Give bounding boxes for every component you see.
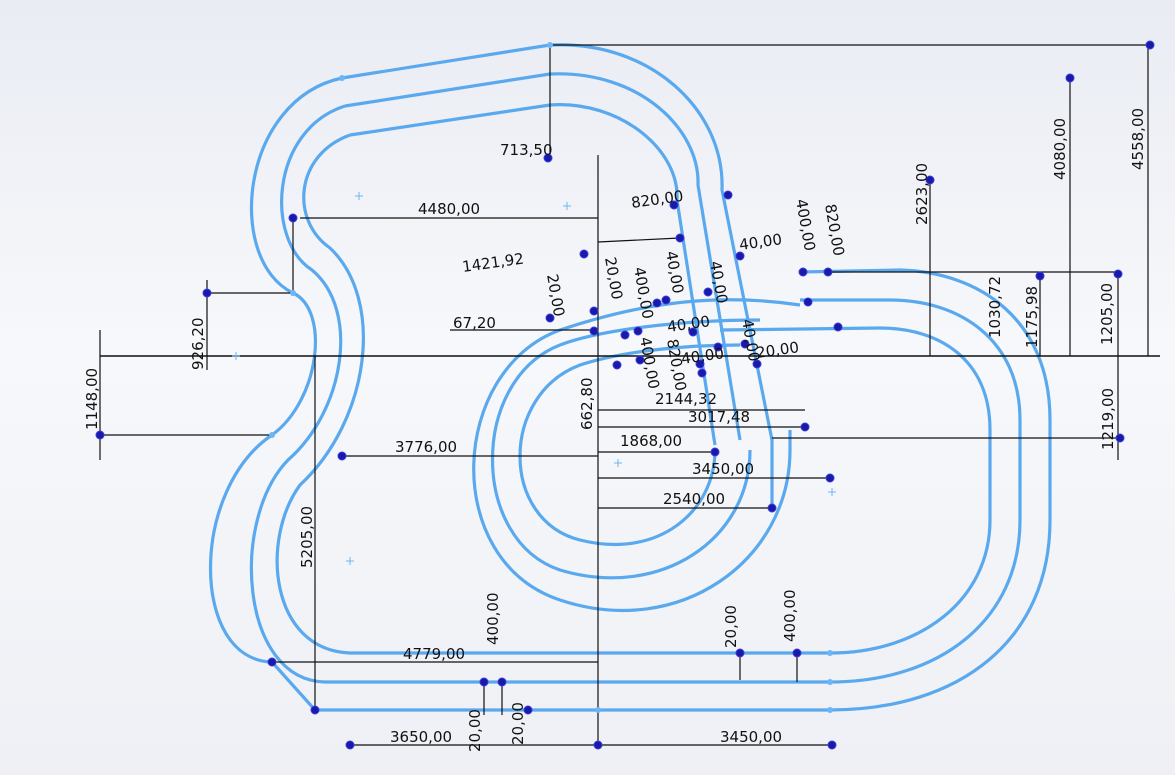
dim-40-inner[interactable]: 40,00 bbox=[680, 344, 725, 368]
dim-400-bottom-right[interactable]: 400,00 bbox=[781, 590, 799, 643]
dim-40-c[interactable]: 40,00 bbox=[706, 260, 731, 305]
dim-20-bottom-right[interactable]: 20,00 bbox=[722, 605, 740, 648]
middle-track[interactable] bbox=[249, 72, 1022, 684]
dim-2144-32[interactable]: 2144,32 bbox=[655, 390, 717, 408]
construction-markers bbox=[232, 192, 836, 565]
dim-4779[interactable]: 4779,00 bbox=[403, 645, 465, 663]
dim-926-20[interactable]: 926,20 bbox=[189, 318, 207, 371]
dim-1030-72[interactable]: 1030,72 bbox=[986, 276, 1004, 338]
track-geometry bbox=[209, 43, 1052, 712]
dim-820-rot[interactable]: 820,00 bbox=[821, 203, 848, 258]
dim-5205[interactable]: 5205,00 bbox=[298, 506, 316, 568]
dim-1219[interactable]: 1219,00 bbox=[1099, 388, 1117, 450]
dim-40-a[interactable]: 40,00 bbox=[738, 230, 783, 254]
dim-713-50[interactable]: 713,50 bbox=[500, 141, 553, 159]
dim-20-inner[interactable]: 20,00 bbox=[755, 338, 800, 362]
dim-4480[interactable]: 4480,00 bbox=[418, 200, 480, 218]
dim-67-20[interactable]: 67,20 bbox=[453, 314, 496, 332]
inner-loop-outer[interactable] bbox=[472, 298, 801, 612]
dim-1868[interactable]: 1868,00 bbox=[620, 432, 682, 450]
inner-loop-middle[interactable] bbox=[491, 318, 761, 580]
dim-3776[interactable]: 3776,00 bbox=[395, 438, 457, 456]
dim-1148[interactable]: 1148,00 bbox=[83, 368, 101, 430]
dim-3450-right[interactable]: 3450,00 bbox=[692, 460, 754, 478]
dim-400-bottom[interactable]: 400,00 bbox=[484, 593, 502, 646]
sketch-points bbox=[95, 40, 1155, 750]
dim-40-b[interactable]: 40,00 bbox=[662, 250, 687, 295]
dim-400-c[interactable]: 400,00 bbox=[630, 266, 657, 321]
dim-1205[interactable]: 1205,00 bbox=[1098, 283, 1116, 345]
dim-3017-48[interactable]: 3017,48 bbox=[688, 408, 750, 426]
dim-3450-bottom[interactable]: 3450,00 bbox=[720, 728, 782, 746]
dim-2623[interactable]: 2623,00 bbox=[913, 163, 931, 225]
dim-1421-92[interactable]: 1421,92 bbox=[461, 250, 525, 276]
dim-4558[interactable]: 4558,00 bbox=[1129, 108, 1147, 170]
dim-662-80[interactable]: 662,80 bbox=[578, 378, 596, 431]
outer-track-left[interactable] bbox=[209, 76, 1052, 712]
dim-20-d[interactable]: 20,00 bbox=[601, 256, 626, 301]
outer-track[interactable] bbox=[341, 43, 774, 508]
inner-loop-inner[interactable] bbox=[518, 343, 741, 547]
dim-4080[interactable]: 4080,00 bbox=[1051, 118, 1069, 180]
dim-40-d[interactable]: 40,00 bbox=[666, 312, 711, 336]
dimension-labels: 713,50 4480,00 820,00 1421,92 67,20 926,… bbox=[83, 108, 1147, 752]
dim-20-a[interactable]: 20,00 bbox=[466, 709, 484, 752]
dim-20-b[interactable]: 20,00 bbox=[509, 702, 527, 745]
dim-400-rot[interactable]: 400,00 bbox=[792, 198, 819, 253]
dimension-lines bbox=[99, 44, 1160, 746]
dim-1175-98[interactable]: 1175,98 bbox=[1023, 286, 1041, 348]
dim-20-c[interactable]: 20,00 bbox=[543, 273, 568, 318]
dim-3650[interactable]: 3650,00 bbox=[390, 728, 452, 746]
dim-2540[interactable]: 2540,00 bbox=[663, 490, 725, 508]
inner-track[interactable] bbox=[275, 103, 992, 655]
